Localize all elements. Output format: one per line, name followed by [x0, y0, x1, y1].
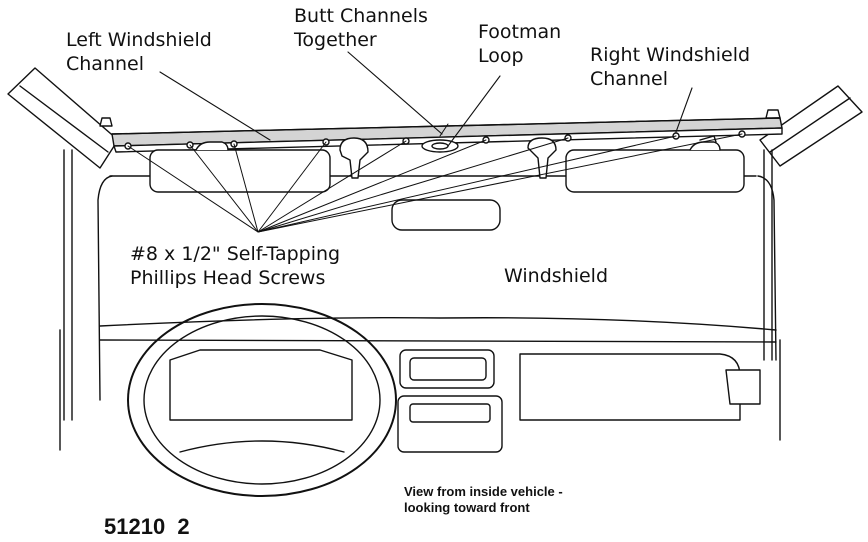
steering-wheel — [128, 304, 396, 496]
view-caption-line2: looking toward front — [404, 500, 530, 515]
right-channel-label: Right Windshield Channel — [590, 43, 750, 91]
left-channel-label-line1: Left Windshield — [66, 29, 212, 51]
lower-body — [60, 330, 780, 450]
rearview-mirror — [392, 200, 500, 230]
windshield-channel — [112, 118, 782, 152]
part-number: 51210 2 — [104, 514, 190, 539]
sun-visor-left — [150, 142, 330, 192]
left-channel-label-line2: Channel — [66, 53, 145, 75]
view-caption: View from inside vehicle - looking towar… — [404, 484, 563, 516]
right-channel-label-line2: Channel — [590, 68, 669, 90]
screw-leader-lines — [128, 134, 742, 232]
footman-loop-label-line2: Loop — [478, 45, 524, 67]
screws-label-line2: Phillips Head Screws — [130, 267, 326, 289]
screws-label: #8 x 1/2" Self-Tapping Phillips Head Scr… — [130, 242, 340, 290]
leader-lines — [160, 52, 692, 146]
left-a-pillar — [8, 68, 118, 168]
view-caption-line1: View from inside vehicle - — [404, 484, 563, 499]
footman-loop-label-line1: Footman — [478, 21, 562, 43]
dashboard — [100, 318, 776, 452]
footman-loop-label: Footman Loop — [478, 20, 561, 68]
right-channel-label-line1: Right Windshield — [590, 44, 751, 66]
windshield-label: Windshield — [504, 265, 608, 287]
sun-visor-right — [566, 142, 744, 192]
screws-label-line1: #8 x 1/2" Self-Tapping — [130, 243, 341, 265]
butt-channels-label: Butt Channels Together — [294, 4, 428, 52]
butt-channels-label-line1: Butt Channels — [294, 5, 428, 27]
butt-channels-label-line2: Together — [294, 29, 377, 51]
left-channel-label: Left Windshield Channel — [66, 28, 212, 76]
